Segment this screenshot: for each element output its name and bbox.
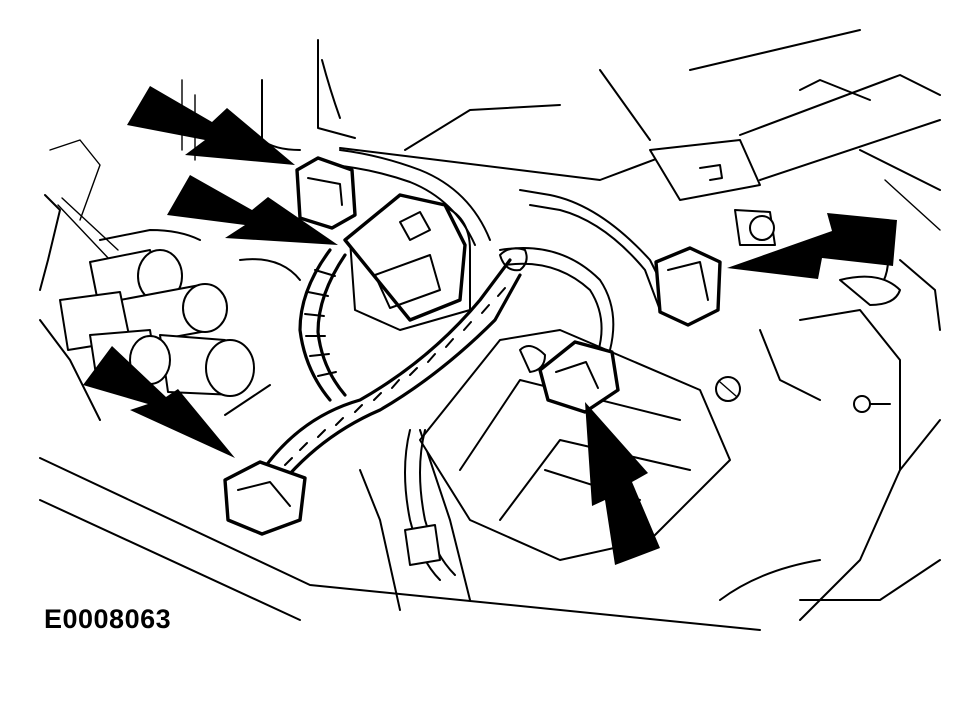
arrow-icon <box>83 346 235 458</box>
arrow-icon <box>727 213 897 279</box>
wiring-harness <box>248 149 671 581</box>
connector-upper-left <box>295 156 357 230</box>
connector-right <box>654 246 722 327</box>
figure-id-label: E0008063 <box>44 604 172 634</box>
coil-boots <box>59 229 301 416</box>
engine-background-lines <box>39 29 941 631</box>
throttle-body <box>343 193 471 331</box>
control-module <box>419 329 891 561</box>
connector-module <box>538 340 620 414</box>
bracket <box>649 139 901 306</box>
connector-lower-left <box>223 460 307 536</box>
arrow-icon <box>585 402 660 565</box>
connectors <box>223 156 722 536</box>
arrow-icon <box>167 175 338 245</box>
callout-arrows <box>83 86 897 565</box>
arrow-icon <box>127 86 295 165</box>
